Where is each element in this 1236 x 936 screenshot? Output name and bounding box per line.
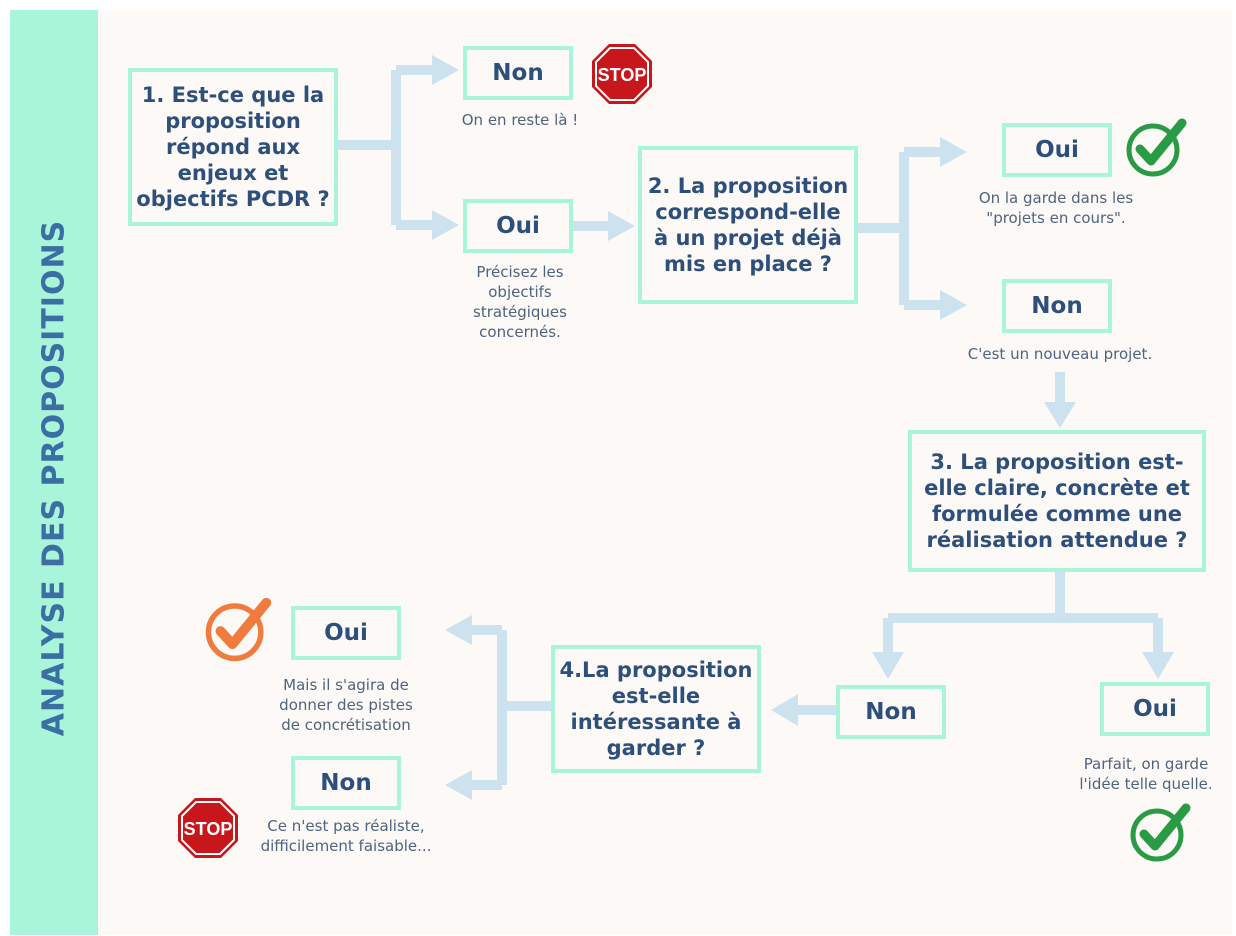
check-circle-icon [1130,803,1191,862]
arrowhead-q3-non [872,652,904,679]
note-q3-oui: Parfait, on garde l'idée telle quelle. [1079,755,1213,793]
note-q4-oui: Mais il s'agira de donner des pistes de … [279,676,413,734]
note-q2-oui: On la garde dans les "projets en cours". [978,189,1134,227]
connector-q4 [472,625,551,790]
answer-q2-oui: Oui [1002,123,1112,177]
stop-sign-icon: STOP [592,44,652,104]
arrowhead-q4 [771,694,798,726]
arrowhead-q2-oui [940,137,967,167]
arrowhead-q2-non [940,290,967,320]
answer-q3-oui: Oui [1100,682,1210,736]
arrowhead-q1-non [432,55,459,85]
question-3-box: 3. La proposition est- elle claire, conc… [908,430,1206,572]
question-1-box: 1. Est-ce que la proposition répond aux … [128,68,338,226]
check-circle-icon [1126,118,1187,177]
arrowhead-q3-oui [1142,652,1174,679]
arrowhead-q2 [608,211,635,241]
question-2-box: 2. La proposition correspond-elle à un p… [638,146,858,304]
stop-sign-label: STOP [184,819,233,839]
question-4-box: 4.La proposition est-elle intéressante à… [551,645,761,773]
arrowhead-q4-oui [445,615,472,645]
arrowhead-q4-non [445,770,472,800]
answer-q3-non: Non [836,685,946,739]
arrowhead-q3 [1044,402,1076,428]
answer-q4-oui: Oui [291,606,401,660]
answer-q4-non: Non [291,756,401,810]
note-q4-non: Ce n'est pas réaliste, difficilement fai… [260,817,432,855]
answer-q1-oui: Oui [463,199,573,253]
stop-sign-label: STOP [598,65,647,85]
answer-q2-non: Non [1002,279,1112,333]
arrowhead-q1-oui [432,210,459,240]
note-q1-non: On en reste là ! [461,111,579,129]
side-band [10,10,98,935]
answer-q1-non: Non [463,46,573,100]
note-q1-oui: Précisez les objectifs stratégiques conc… [473,263,567,341]
stop-sign-icon: STOP [178,798,238,858]
connector-q1 [338,65,432,230]
connector-q3 [883,572,1163,652]
note-q2-non: C'est un nouveau projet. [967,345,1153,363]
check-circle-orange-icon [205,597,272,662]
connector-q2 [858,147,940,310]
